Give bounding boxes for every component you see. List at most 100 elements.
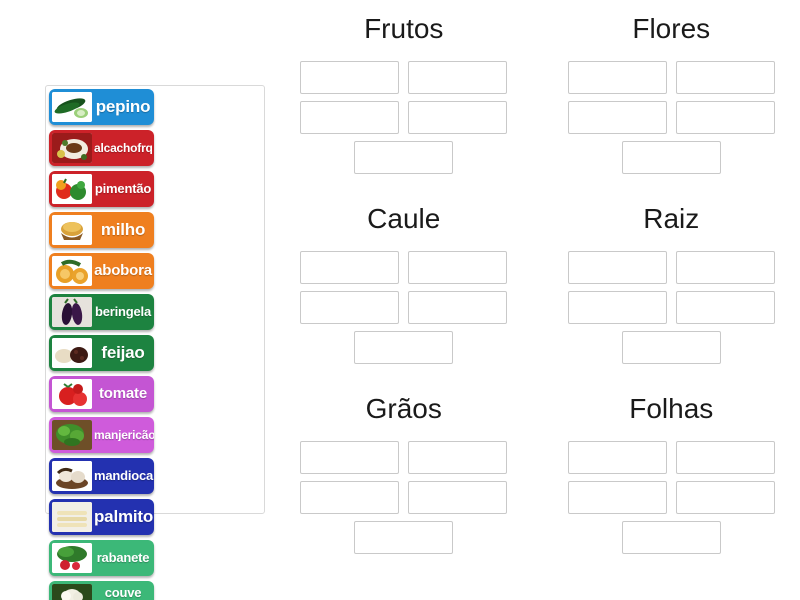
drop-slot[interactable] [567,60,667,94]
drop-slot-row [567,480,775,514]
draggable-tile[interactable]: mandioca [49,458,154,494]
tile-label: couve flor [104,585,142,600]
draggable-tile[interactable]: alcachofrq [49,130,154,166]
tile-label: alcachofrq [94,141,153,155]
category-title: Caule [367,203,441,234]
category-group: Caule [290,203,518,394]
draggable-tile[interactable]: milho [49,212,154,248]
draggable-tile[interactable]: couve flor [49,581,154,600]
draggable-tile[interactable]: pepino [49,89,154,125]
draggable-tile[interactable]: palmito [49,499,154,535]
drop-slot[interactable] [621,520,721,554]
tomato-icon [52,379,92,409]
category-title: Grãos [365,393,442,424]
drop-slot-row [621,330,721,364]
drop-slot-row [300,480,508,514]
drop-slot-row [300,440,508,474]
drop-slot-row [354,140,454,174]
drop-slot[interactable] [408,440,508,474]
tile-label: tomate [99,386,147,402]
drop-slot[interactable] [675,100,775,134]
drop-slot[interactable] [567,440,667,474]
drop-slot-row [621,140,721,174]
drop-slot[interactable] [675,250,775,284]
category-group: Raiz [558,203,786,394]
category-group: Frutos [290,13,518,204]
drop-slot-row [567,250,775,284]
drop-slot[interactable] [408,100,508,134]
cauliflower-icon [52,584,92,600]
drop-slot[interactable] [354,520,454,554]
category-title: Raiz [643,203,700,234]
drop-slot[interactable] [300,250,400,284]
radish-icon [52,543,92,573]
draggable-tile[interactable]: manjericão [49,417,154,453]
drop-slot-row [354,520,454,554]
drop-slot[interactable] [567,290,667,324]
category-title: Flores [632,13,711,44]
drop-slot[interactable] [567,100,667,134]
draggable-tile[interactable]: feijao [49,335,154,371]
drop-slot-row [567,60,775,94]
drop-slot-row [300,60,508,94]
tile-label: mandioca [94,469,154,483]
drop-slot[interactable] [675,60,775,94]
draggable-items-panel: pepino alcachofrq pimentão milho abobora beri… [45,85,265,600]
drop-slot-row [354,330,454,364]
tile-grid: pepino alcachofrq pimentão milho abobora beri… [49,89,262,600]
drop-slot[interactable] [300,60,400,94]
artichoke-icon [52,133,92,163]
draggable-tile[interactable]: tomate [49,376,154,412]
drop-slot-rows [300,440,508,554]
drop-slot-row [621,520,721,554]
draggable-tile[interactable]: pimentão [49,171,154,207]
tile-label: pimentão [94,182,152,196]
drop-slot-row [567,290,775,324]
drop-slot-row [300,100,508,134]
drop-slot-rows [567,250,775,364]
drop-slot[interactable] [675,480,775,514]
tile-label: milho [100,221,146,239]
drop-slot[interactable] [675,290,775,324]
category-group: Flores [558,13,786,204]
drop-slot[interactable] [408,60,508,94]
drop-slot[interactable] [300,480,400,514]
drop-slot[interactable] [354,330,454,364]
drop-slot[interactable] [675,440,775,474]
drop-slot[interactable] [567,250,667,284]
drop-slot[interactable] [408,480,508,514]
drop-slot-rows [567,60,775,174]
drop-slot-rows [300,60,508,174]
category-group: Grãos [290,393,518,584]
drop-slot[interactable] [408,250,508,284]
tile-label: pepino [95,98,151,116]
draggable-tile[interactable]: rabanete [49,540,154,576]
drop-slot[interactable] [621,330,721,364]
drop-slot[interactable] [408,290,508,324]
draggable-tile[interactable]: beringela [49,294,154,330]
category-title: Frutos [364,13,444,44]
basil-icon [52,420,92,450]
corn-icon [52,215,92,245]
drop-slot-rows [300,250,508,364]
cucumber-icon [52,92,92,122]
drop-slot-rows [567,440,775,554]
category-group: Folhas [558,393,786,584]
drop-slot-row [567,100,775,134]
drop-slot-row [567,440,775,474]
drop-slot[interactable] [300,100,400,134]
drop-slot-row [300,290,508,324]
eggplant-icon [52,297,92,327]
drop-slot[interactable] [567,480,667,514]
drop-slot[interactable] [354,140,454,174]
palmheart-icon [52,502,92,532]
tile-label: palmito [94,508,154,526]
drop-slot[interactable] [300,290,400,324]
tile-label: rabanete [96,551,150,565]
drop-slot[interactable] [621,140,721,174]
drop-slot[interactable] [300,440,400,474]
draggable-tile[interactable]: abobora [49,253,154,289]
tile-label: manjericão [94,428,154,442]
